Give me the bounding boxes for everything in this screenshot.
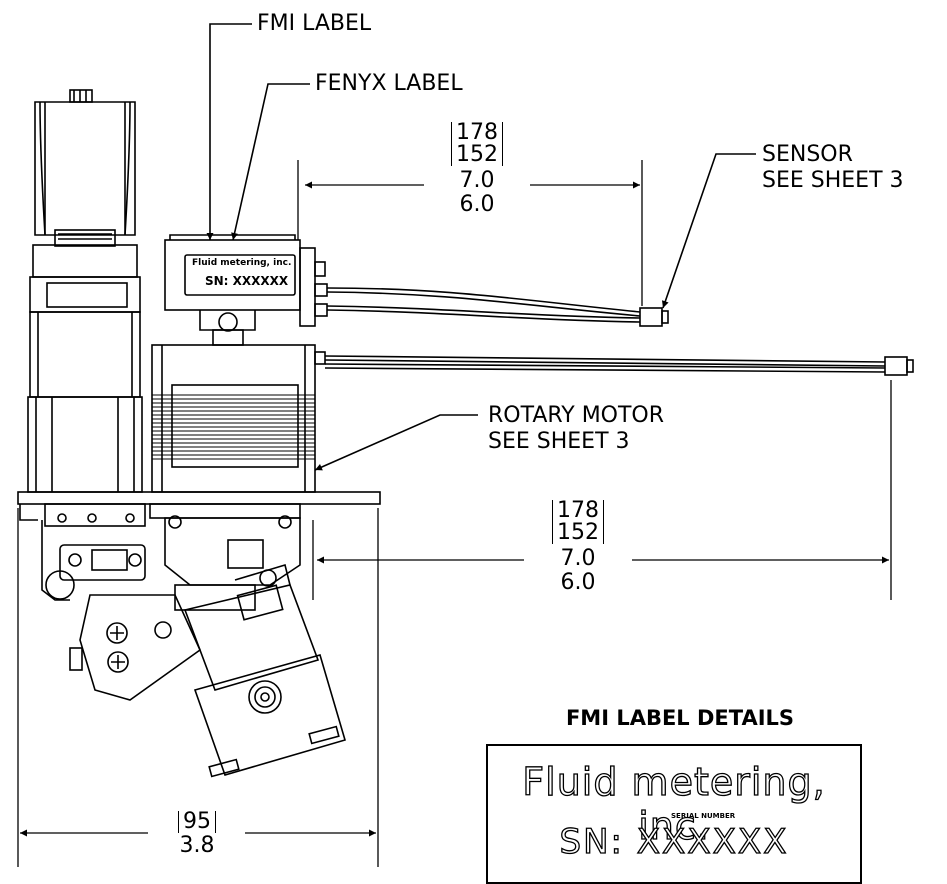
lower-mm-min: 152 [557,520,599,545]
motor-callout-line1: ROTARY MOTOR [488,403,665,428]
lower-in-max: 7.0 [560,546,596,571]
sensor-wires [326,287,669,327]
upper-in-min: 6.0 [459,192,495,217]
sensor-callout-line2: SEE SHEET 3 [762,168,904,193]
sensor-housing [164,234,328,346]
lower-mm-max: 178 [557,498,599,523]
upper-in-max: 7.0 [459,168,495,193]
pump-assembly [41,517,346,778]
fmi-label-details-title: FMI LABEL DETAILS [565,706,795,730]
motor-wires [324,355,914,376]
details-company-name: Fluid metering, inc. [522,759,826,848]
dimension-lines [17,160,892,867]
bottom-dimension: 95 3.8 [152,810,242,858]
fenyx-label-callout: FENYX LABEL [315,71,463,96]
details-serial-number: SN: XXXXXX [559,821,789,862]
base-plate [17,491,381,529]
fmi-label-callout: FMI LABEL [257,11,372,36]
onpart-label-company: Fluid metering, inc. [192,258,292,268]
onpart-label-sn: SN: XXXXXX [205,274,289,288]
upper-mm-max: 178 [456,120,498,145]
sensor-callout-line1: SENSOR [762,142,853,167]
leader-lines [206,23,756,471]
motor-callout-line2: SEE SHEET 3 [488,429,630,454]
upper-mm-min: 152 [456,142,498,167]
bottom-mm: 95 [178,811,216,833]
lower-in-min: 6.0 [560,570,596,595]
rotary-motor [151,344,326,493]
bottom-in: 3.8 [179,833,215,858]
fmi-label-details-box: Fluid metering, inc. SERIAL NUMBER SN: X… [486,744,862,884]
details-serial-caption: SERIAL NUMBER [671,812,736,820]
left-motor-stack [27,89,143,493]
